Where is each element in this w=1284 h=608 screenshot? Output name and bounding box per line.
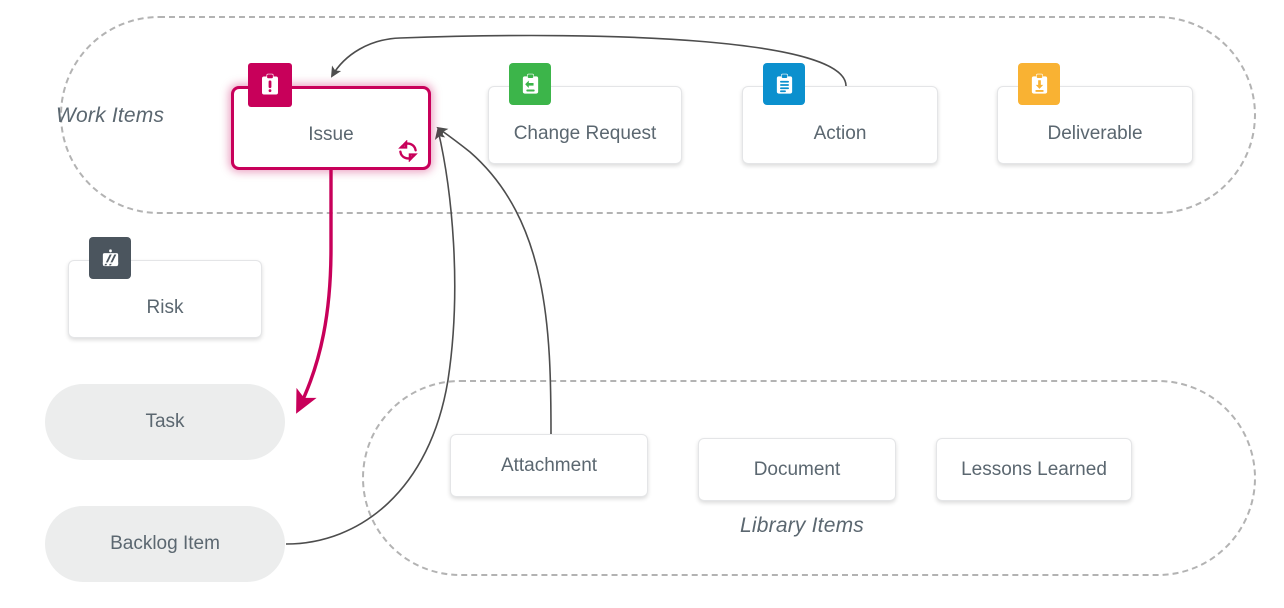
clipboard-exchange-icon (509, 63, 551, 105)
node-document-label: Document (753, 458, 841, 480)
node-risk-label: Risk (146, 297, 184, 318)
clipboard-download-icon (1018, 63, 1060, 105)
node-backlog-item-label: Backlog Item (110, 533, 220, 554)
node-backlog-item[interactable]: Backlog Item (45, 506, 285, 582)
node-change-request-label: Change Request (513, 123, 657, 144)
node-lessons-learned-label: Lessons Learned (961, 458, 1107, 480)
node-task-label: Task (145, 411, 185, 432)
node-task[interactable]: Task (45, 384, 285, 460)
node-issue-label: Issue (308, 124, 354, 145)
node-risk[interactable]: Risk (68, 237, 262, 338)
node-document[interactable]: Document (698, 438, 896, 501)
node-issue[interactable]: Issue (231, 63, 431, 170)
node-deliverable-label: Deliverable (1047, 123, 1143, 144)
group-label-library-items: Library Items (740, 514, 864, 537)
sync-icon[interactable] (396, 139, 420, 163)
node-action-label: Action (813, 123, 867, 144)
node-change-request[interactable]: Change Request (488, 63, 682, 164)
node-action[interactable]: Action (742, 63, 938, 164)
node-lessons-learned[interactable]: Lessons Learned (936, 438, 1132, 501)
group-label-work-items: Work Items (56, 104, 165, 127)
node-attachment-label: Attachment (500, 454, 598, 476)
group-work-items (60, 16, 1256, 214)
node-attachment[interactable]: Attachment (450, 434, 648, 497)
node-deliverable[interactable]: Deliverable (997, 63, 1193, 164)
clipboard-alert-icon (248, 63, 292, 107)
clipboard-hazard-icon (89, 237, 131, 279)
clipboard-list-icon (763, 63, 805, 105)
